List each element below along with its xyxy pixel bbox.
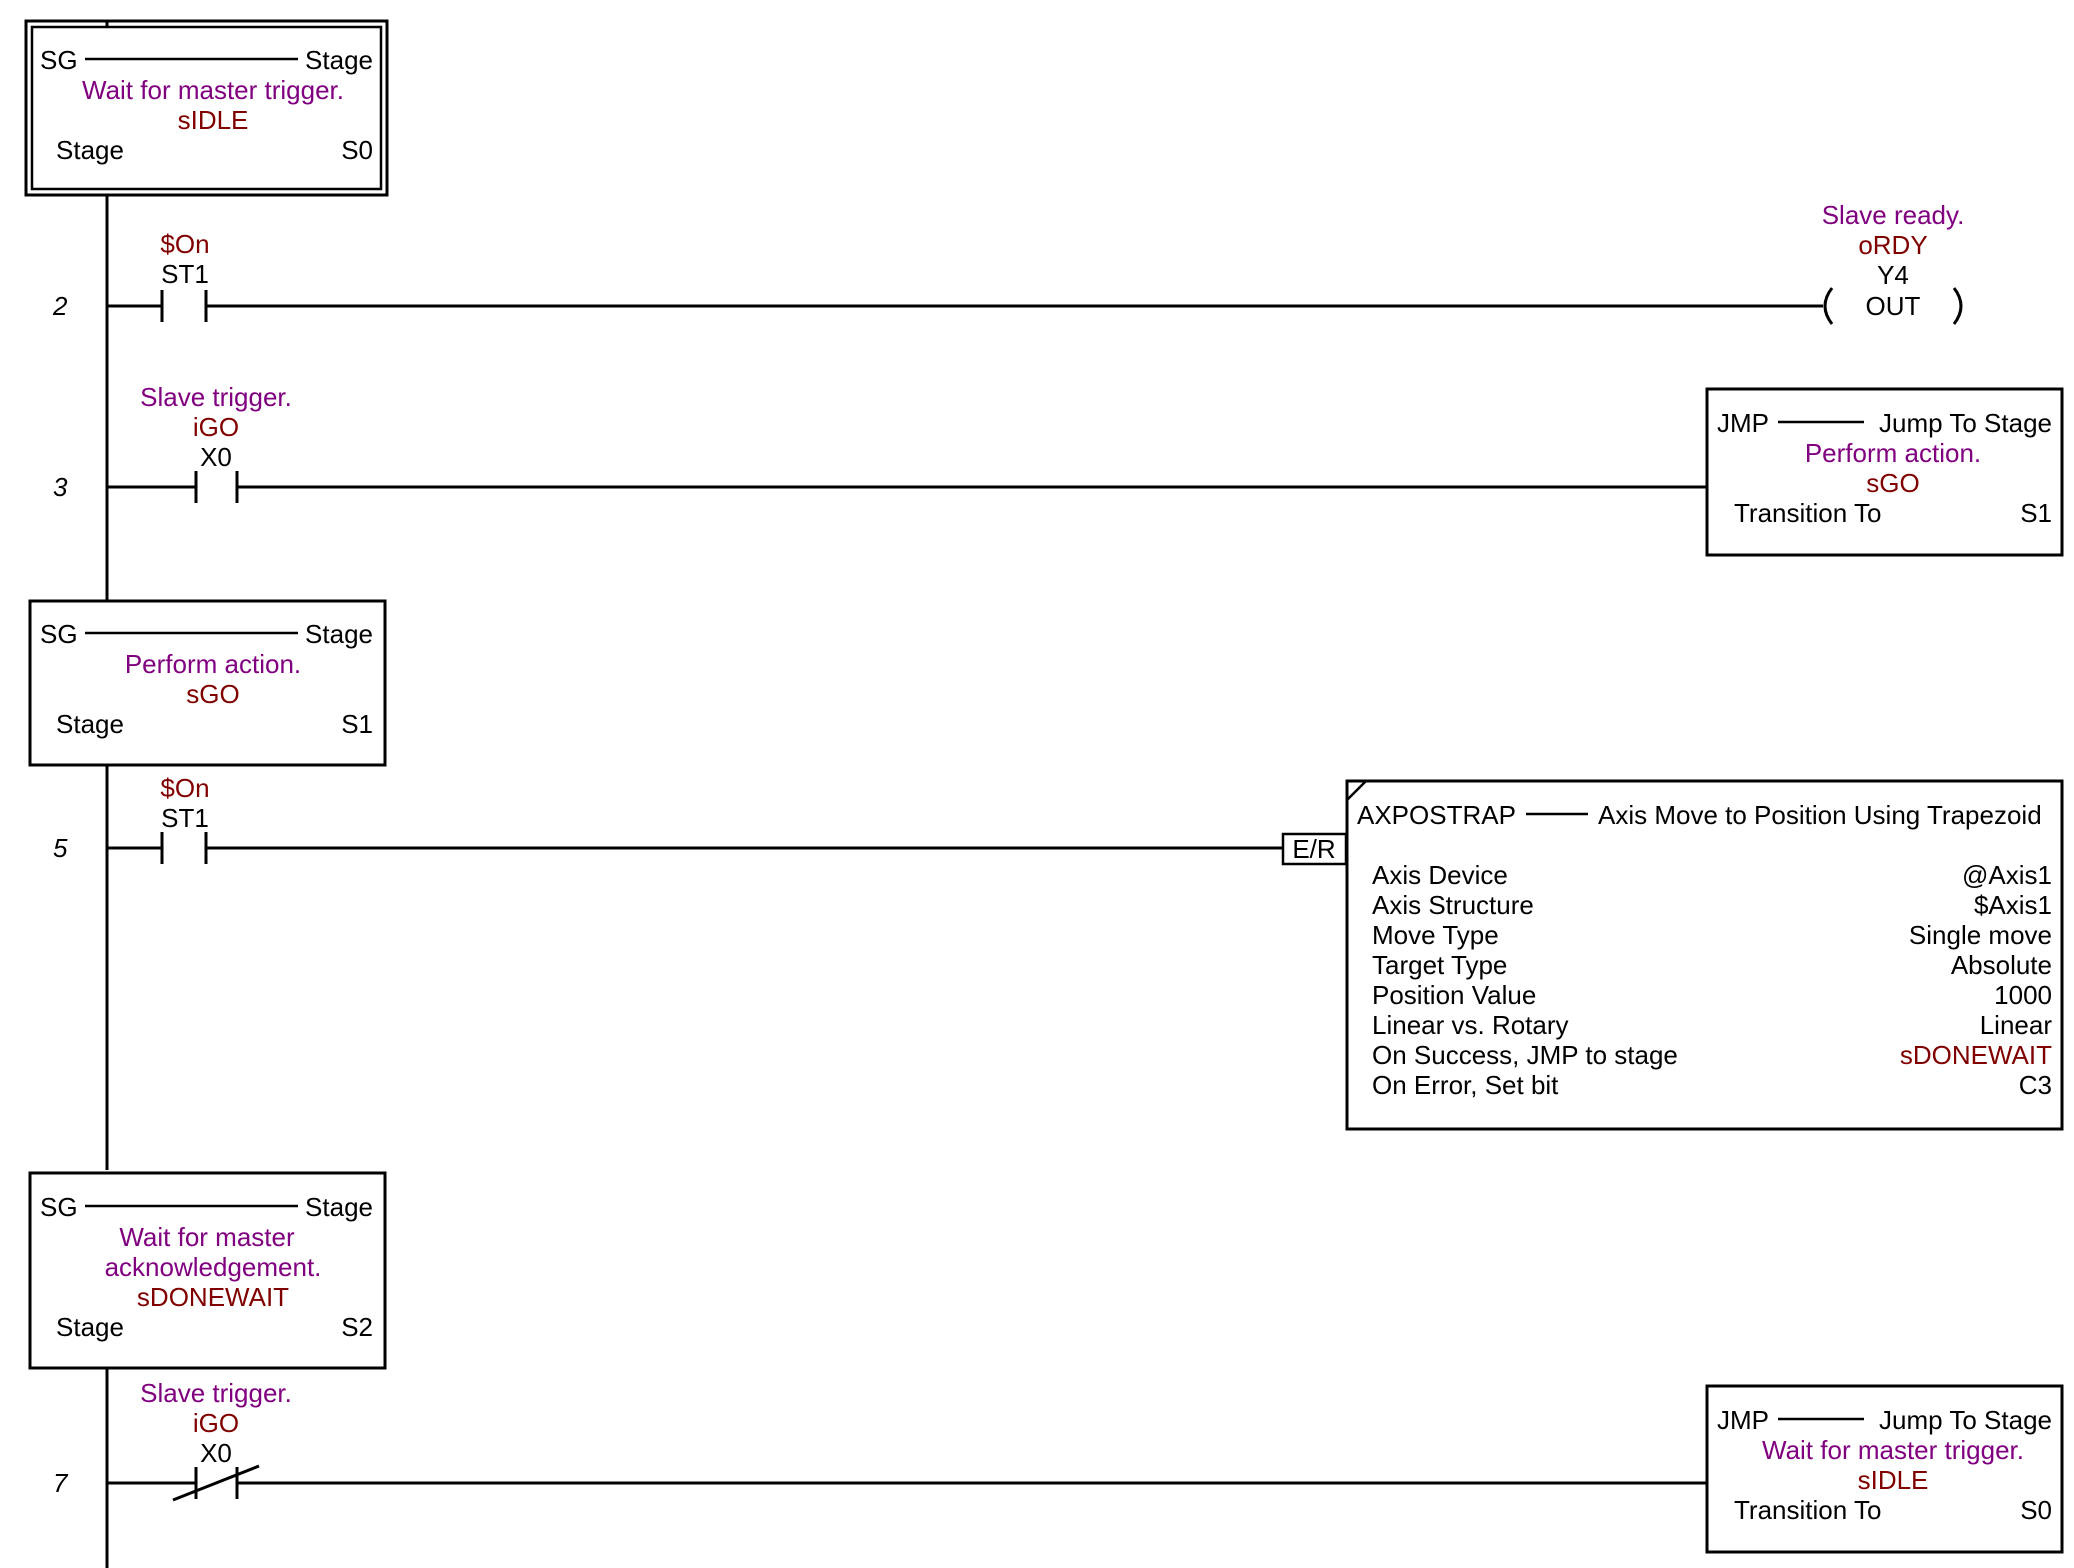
jump-transition-label: Transition To (1734, 498, 1881, 528)
param-value: sDONEWAIT (1900, 1040, 2052, 1070)
rung-number: 5 (53, 833, 68, 863)
rung-number: 3 (53, 472, 68, 502)
stage-s1-bottom-label: Stage (56, 709, 124, 739)
jump-target: S0 (2020, 1495, 2052, 1525)
jump-block-s1[interactable]: JMP Jump To Stage Perform action. sGO Tr… (1705, 387, 2064, 557)
stage-s2-nickname: sDONEWAIT (137, 1282, 289, 1312)
jump-title: Jump To Stage (1879, 408, 2052, 438)
param-value: Linear (1980, 1010, 2053, 1040)
stage-s2-sg-label: SG (40, 1192, 78, 1222)
stage-s0-bottom-label: Stage (56, 135, 124, 165)
contact-nc-x0[interactable]: Slave trigger. iGO X0 (140, 1378, 292, 1502)
contact-comment: Slave trigger. (140, 382, 292, 412)
param-label: Move Type (1372, 920, 1499, 950)
stage-s2-comment-line-2: acknowledgement. (105, 1252, 322, 1282)
jump-block-s0[interactable]: JMP Jump To Stage Wait for master trigge… (1705, 1384, 2064, 1554)
contact-nickname: $On (160, 229, 209, 259)
rung-number: 2 (52, 291, 68, 321)
contact-address: X0 (200, 442, 232, 472)
stage-s2-stage-label: Stage (305, 1192, 373, 1222)
param-value: 1000 (1994, 980, 2052, 1010)
jump-nickname: sIDLE (1858, 1465, 1929, 1495)
jump-comment: Perform action. (1805, 438, 1981, 468)
jump-title: Jump To Stage (1879, 1405, 2052, 1435)
contact-address: ST1 (161, 259, 209, 289)
stage-s0-nickname: sIDLE (178, 105, 249, 135)
rung-7: 7 Slave trigger. iGO X0 JMP Jump To Stag… (53, 1378, 2064, 1554)
er-tag: E/R (1281, 832, 1348, 866)
stage-s1-stage-label: Stage (305, 619, 373, 649)
coil-instruction: OUT (1866, 291, 1921, 321)
stage-s2-bottom-label: Stage (56, 1312, 124, 1342)
rung-number: 7 (53, 1468, 69, 1498)
coil-comment: Slave ready. (1822, 200, 1965, 230)
instruction-title: Axis Move to Position Using Trapezoid (1598, 800, 2042, 830)
block-corner-mark (1346, 780, 1367, 801)
jump-target: S1 (2020, 498, 2052, 528)
stage-s1-address: S1 (341, 709, 373, 739)
contact-no-st1[interactable]: $On ST1 (160, 229, 210, 322)
contact-comment: Slave trigger. (140, 1378, 292, 1408)
jump-jmp-label: JMP (1717, 1405, 1769, 1435)
param-label: Position Value (1372, 980, 1536, 1010)
stage-block-s0[interactable]: SG Stage Wait for master trigger. sIDLE … (24, 19, 389, 197)
param-label: Axis Device (1372, 860, 1508, 890)
contact-nickname: iGO (193, 412, 239, 442)
rung-2: 2 $On ST1 Slave ready. oRDY Y4 OUT (52, 200, 1965, 325)
param-value: C3 (2019, 1070, 2052, 1100)
param-label: Linear vs. Rotary (1372, 1010, 1569, 1040)
instruction-mnemonic: AXPOSTRAP (1357, 800, 1516, 830)
stage-s0-sg-label: SG (40, 45, 78, 75)
contact-nickname: $On (160, 773, 209, 803)
contact-nc-slash (172, 1464, 260, 1502)
er-tag-label: E/R (1292, 834, 1335, 864)
stage-s0-stage-label: Stage (305, 45, 373, 75)
coil-right-paren (1952, 287, 1963, 325)
param-value: Single move (1909, 920, 2052, 950)
stage-s0-address: S0 (341, 135, 373, 165)
axpostrap-instruction-block[interactable]: AXPOSTRAP Axis Move to Position Using Tr… (1345, 779, 2064, 1131)
stage-s1-nickname: sGO (186, 679, 239, 709)
param-label: Target Type (1372, 950, 1507, 980)
jump-nickname: sGO (1866, 468, 1919, 498)
coil-out-y4[interactable]: Slave ready. oRDY Y4 OUT (1822, 200, 1965, 325)
rung-3: 3 Slave trigger. iGO X0 JMP Jump To Stag… (53, 382, 2064, 557)
jump-jmp-label: JMP (1717, 408, 1769, 438)
param-value: Absolute (1951, 950, 2052, 980)
rung-5: 5 $On ST1 E/R AXPOSTRAP Axis Move to Pos… (53, 773, 2064, 1131)
stage-block-s2[interactable]: SG Stage Wait for master acknowledgement… (28, 1171, 387, 1370)
stage-s1-sg-label: SG (40, 619, 78, 649)
contact-no-st1[interactable]: $On ST1 (160, 773, 210, 864)
param-label: Axis Structure (1372, 890, 1534, 920)
coil-nickname: oRDY (1858, 230, 1927, 260)
param-label: On Success, JMP to stage (1372, 1040, 1678, 1070)
param-value: $Axis1 (1974, 890, 2052, 920)
contact-address: ST1 (161, 803, 209, 833)
contact-address: X0 (200, 1438, 232, 1468)
jump-comment: Wait for master trigger. (1762, 1435, 2024, 1465)
coil-address: Y4 (1877, 260, 1909, 290)
jump-transition-label: Transition To (1734, 1495, 1881, 1525)
contact-no-x0[interactable]: Slave trigger. iGO X0 (140, 382, 292, 503)
stage-s2-comment-line-1: Wait for master (119, 1222, 295, 1252)
stage-s1-comment: Perform action. (125, 649, 301, 679)
stage-s0-comment: Wait for master trigger. (82, 75, 344, 105)
param-label: On Error, Set bit (1372, 1070, 1559, 1100)
stage-s2-address: S2 (341, 1312, 373, 1342)
param-value: @Axis1 (1962, 860, 2052, 890)
stage-block-s1[interactable]: SG Stage Perform action. sGO Stage S1 (28, 599, 387, 767)
coil-left-paren (1823, 287, 1834, 325)
contact-nickname: iGO (193, 1408, 239, 1438)
